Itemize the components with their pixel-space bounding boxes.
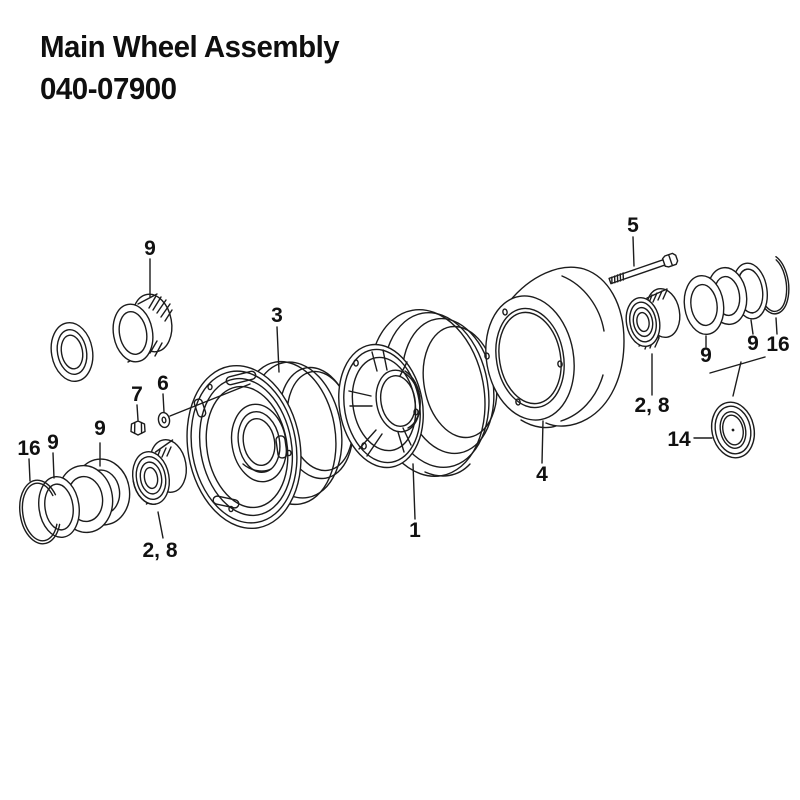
callout-9-top-left: 9	[144, 237, 156, 260]
page-title: Main Wheel Assembly	[40, 29, 340, 64]
bearing-cone-right-drawing	[625, 288, 681, 350]
callout-9-right-1: 9	[700, 344, 712, 367]
callout-14: 14	[667, 428, 691, 451]
grease-seal-drawing	[50, 322, 94, 382]
washer-stack-right	[683, 255, 790, 336]
bearing-cup-drawing	[112, 293, 173, 363]
callout-labels: 9 7 6 3 1 4 5 2, 8 9 9 16 14 16 9 9 2, 8	[17, 214, 789, 562]
snap-ring-left-drawing	[19, 479, 61, 545]
callout-9-left-1: 9	[47, 431, 59, 454]
callout-9-right-2: 9	[747, 332, 759, 355]
bolt-drawing	[608, 252, 679, 285]
callout-6: 6	[157, 372, 169, 395]
brake-bell-drawing	[484, 266, 625, 429]
callout-9-left-2: 9	[94, 417, 106, 440]
part-number: 040-07900	[40, 71, 177, 106]
wheel-half-outer-drawing	[338, 308, 498, 478]
callout-2-8-right: 2, 8	[634, 394, 669, 417]
title-block: Main Wheel Assembly 040-07900	[40, 26, 340, 110]
washer-position-line	[169, 383, 251, 417]
cap-drawing	[710, 401, 756, 459]
callout-16-left: 16	[17, 437, 40, 460]
callout-2-8-left: 2, 8	[142, 539, 177, 562]
nut-drawing	[130, 420, 146, 436]
washer-small-drawing	[157, 411, 171, 429]
bearing-cone-left-drawing	[131, 439, 188, 505]
callout-3: 3	[271, 304, 283, 327]
callout-16-right: 16	[766, 333, 789, 356]
cap-position-lines	[709, 356, 766, 397]
washer-stack-left	[19, 458, 131, 545]
callout-1: 1	[409, 519, 421, 542]
leader-lines	[28, 236, 778, 539]
callout-4: 4	[536, 463, 548, 486]
wheel-half-inner-drawing	[186, 360, 354, 530]
callout-5: 5	[627, 214, 639, 237]
callout-7: 7	[131, 383, 143, 406]
